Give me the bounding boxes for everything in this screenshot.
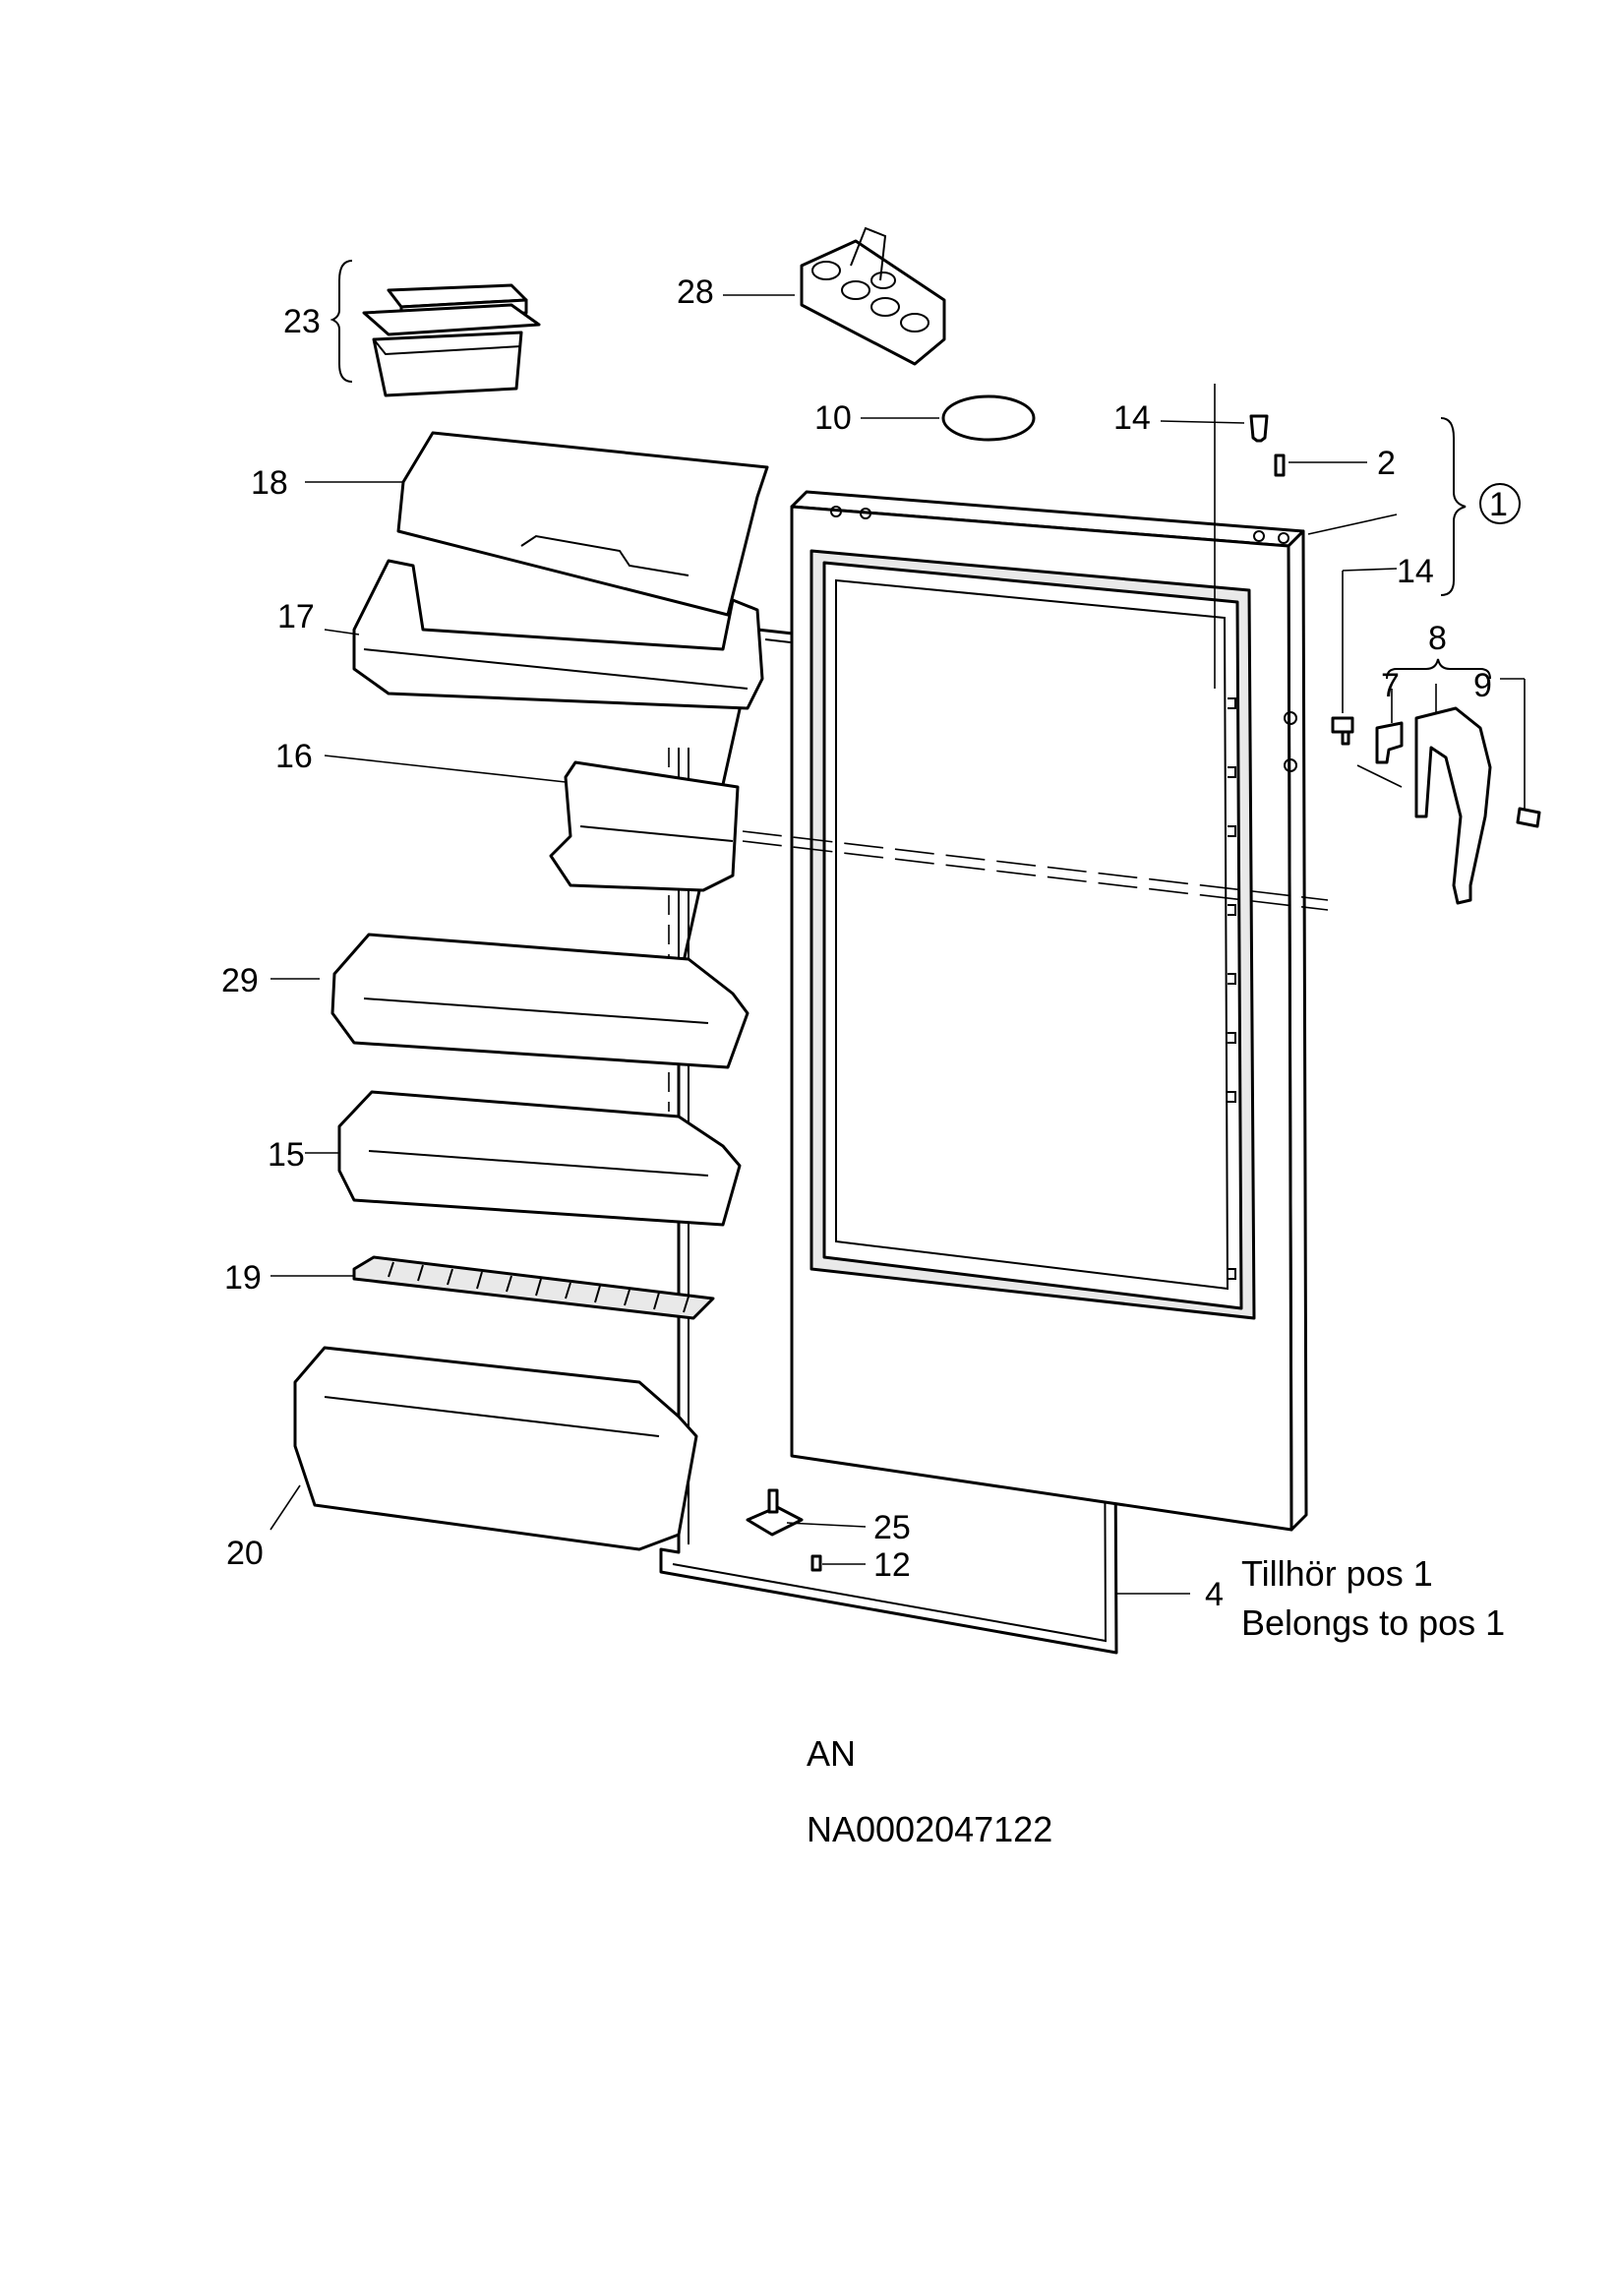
part-19-grille <box>352 1255 715 1320</box>
label-part-23: 23 <box>283 303 321 340</box>
label-part-10: 10 <box>814 399 852 437</box>
part-20-bottom-shelf <box>293 1346 698 1551</box>
label-part-9: 9 <box>1473 667 1492 704</box>
label-part-4: 4 <box>1205 1576 1224 1613</box>
label-part-17: 17 <box>277 598 315 635</box>
note-english: Belongs to pos 1 <box>1241 1602 1505 1643</box>
label-part-14-top: 14 <box>1113 399 1151 437</box>
part-15-bottle-shelf <box>337 1090 742 1227</box>
label-part-12: 12 <box>873 1546 911 1584</box>
part-14-pin-top <box>1249 414 1269 443</box>
refrigerator-door <box>790 490 1308 1532</box>
brace-part-1 <box>1440 417 1467 596</box>
part-7-clip <box>1375 721 1404 764</box>
part-labels: 23 28 10 14 2 1 14 8 7 9 18 17 16 29 15 … <box>221 273 1508 1613</box>
footer-code-an: AN <box>807 1733 856 1774</box>
label-part-18: 18 <box>251 464 288 502</box>
part-25-hinge-bracket <box>746 1488 804 1537</box>
part-8-handle <box>1414 706 1492 905</box>
part-18-shelf-cover <box>396 431 769 617</box>
part-23-boxes <box>362 283 541 397</box>
label-part-14-side: 14 <box>1397 553 1434 590</box>
brace-part-23 <box>330 260 353 383</box>
part-28-egg-tray <box>800 226 946 366</box>
part-16-small-shelf <box>549 760 740 892</box>
part-29-bottle-shelf <box>330 933 749 1069</box>
part-12-screw <box>810 1554 822 1572</box>
label-part-25: 25 <box>873 1509 911 1546</box>
part-17-door-shelf <box>352 559 764 710</box>
part-9-screw <box>1516 807 1541 828</box>
part-2-screw <box>1274 453 1286 477</box>
leader-lines <box>270 294 1526 1595</box>
part-1-callout-circle <box>1479 483 1521 524</box>
label-part-8: 8 <box>1428 620 1447 657</box>
label-part-7: 7 <box>1381 667 1400 704</box>
label-part-20: 20 <box>226 1535 264 1572</box>
brace-part-8 <box>1386 658 1491 680</box>
label-part-16: 16 <box>275 738 313 775</box>
label-part-2: 2 <box>1377 445 1396 482</box>
label-part-19: 19 <box>224 1259 262 1297</box>
label-part-15: 15 <box>268 1136 305 1174</box>
label-part-28: 28 <box>677 273 714 311</box>
part-14-pin-side <box>1331 716 1354 746</box>
label-part-1: 1 <box>1489 486 1508 523</box>
note-swedish: Tillhör pos 1 <box>1241 1553 1433 1594</box>
label-part-29: 29 <box>221 962 259 999</box>
footer-part-number: NA0002047122 <box>807 1809 1052 1849</box>
part-10-oval-plug <box>941 394 1036 442</box>
